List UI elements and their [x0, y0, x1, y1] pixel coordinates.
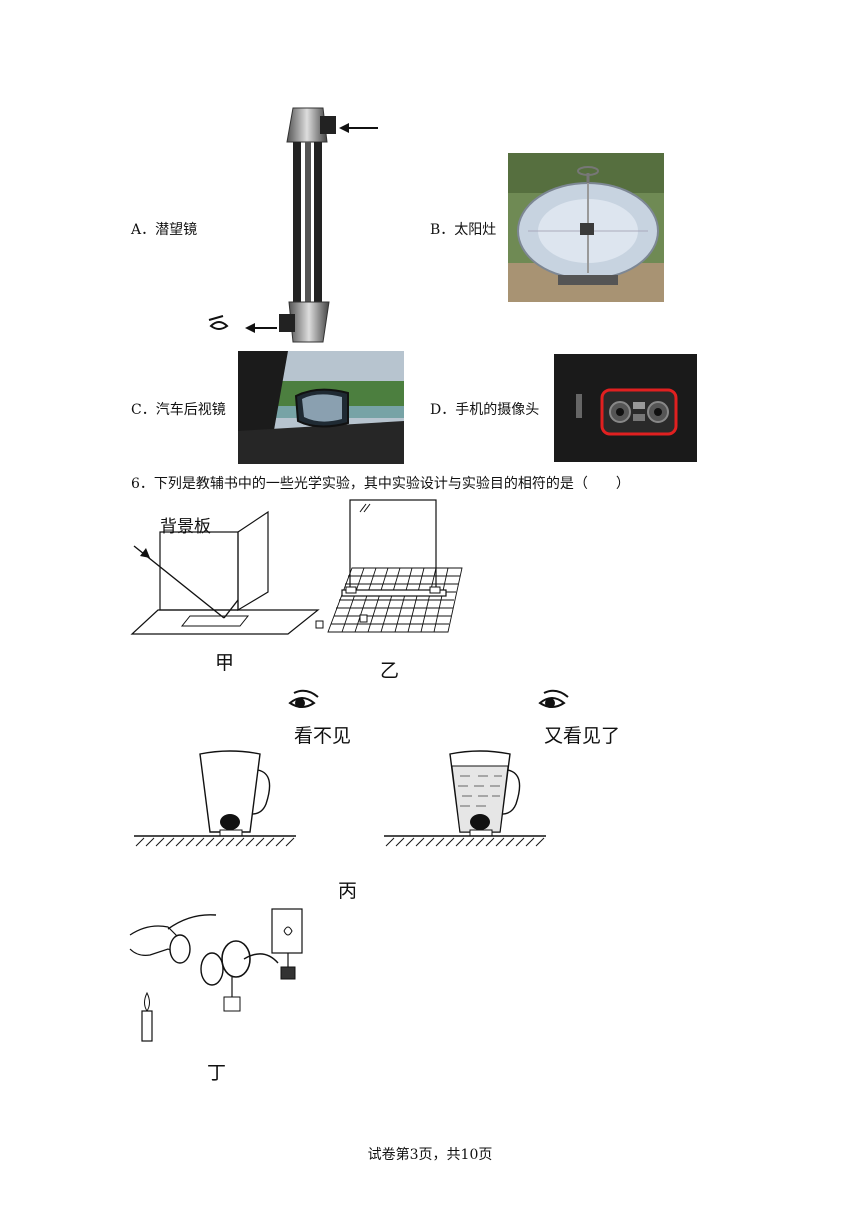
car-mirror-image [238, 351, 404, 464]
option-d-label: D．手机的摄像头 [430, 402, 540, 418]
jia-label: 甲 [215, 652, 235, 674]
eye-icon [538, 689, 569, 708]
option-c-label: C．汽车后视镜 [131, 402, 226, 418]
ding-label: 丁 [207, 1062, 227, 1084]
jia-board-label: 背景板 [160, 517, 211, 537]
cup-empty-diagram [134, 750, 296, 847]
option-a-label: A．潜望镜 [131, 222, 198, 238]
ding-diagram [129, 908, 303, 1042]
jia-diagram [130, 510, 320, 635]
yi-diagram [315, 499, 463, 633]
yi-label: 乙 [380, 660, 400, 682]
eye-icon [288, 689, 319, 708]
bing-label: 丙 [338, 880, 358, 902]
question-6-stem: 6．下列是教辅书中的一些光学实验，其中实验设计与实验目的相符的是（ ） [131, 476, 630, 492]
solar-cooker-image [508, 153, 664, 302]
periscope-image [208, 107, 378, 343]
bing-left-caption: 看不见 [294, 725, 352, 747]
page-footer: 试卷第3页，共10页 [367, 1147, 493, 1163]
option-b-label: B．太阳灶 [430, 222, 497, 238]
phone-camera-image [554, 354, 697, 462]
cup-water-diagram [384, 750, 546, 847]
bing-right-caption: 又看见了 [544, 725, 621, 747]
